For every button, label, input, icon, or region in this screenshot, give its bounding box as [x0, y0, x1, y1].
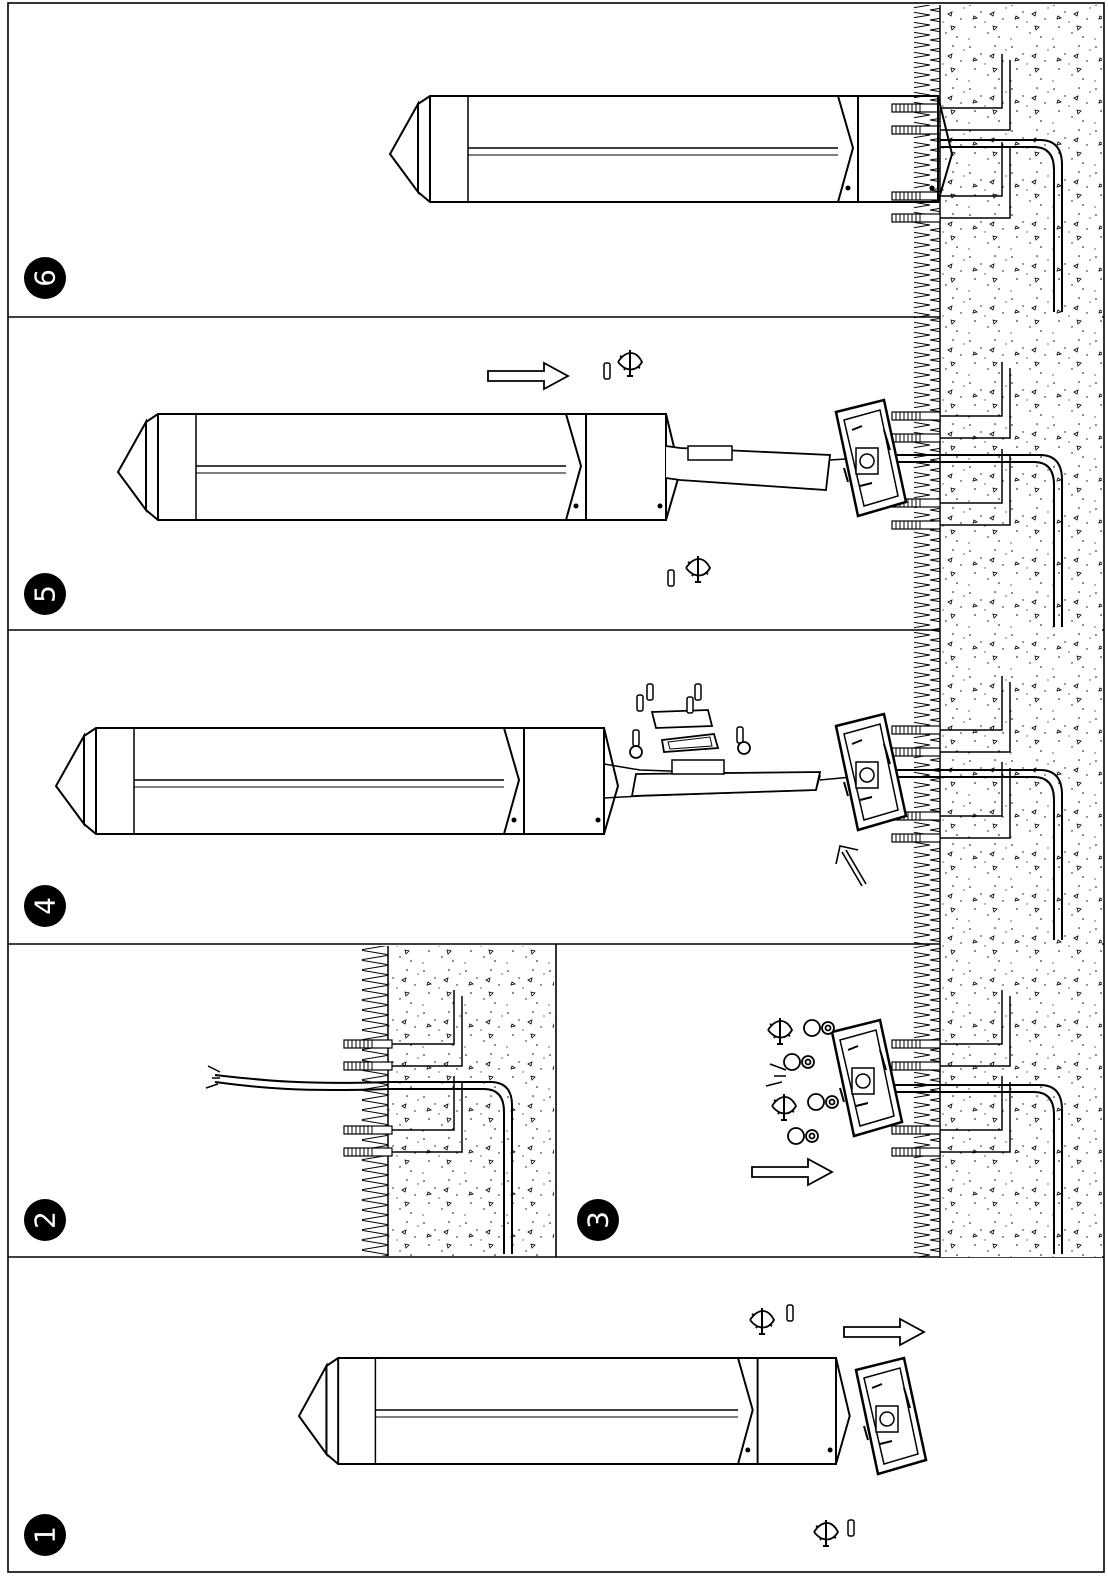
step-badge-1: 1 [24, 1514, 66, 1556]
supply-cable [205, 139, 1063, 1254]
step-number-1: 1 [29, 1526, 62, 1544]
ground-section-step2 [362, 946, 554, 1256]
step4-assembly [55, 683, 908, 887]
step-number-5: 5 [29, 585, 62, 603]
installed-bollard-lamp [389, 95, 953, 203]
step-badge-3: 3 [577, 1199, 619, 1241]
step-number-2: 2 [29, 1211, 62, 1229]
step1-parts [297, 1304, 928, 1547]
step-badge-4: 4 [24, 885, 66, 927]
step-badge-6: 6 [24, 257, 66, 299]
step-number-6: 6 [29, 269, 62, 287]
ground-section-right [914, 5, 1102, 1257]
step3-assembly [751, 1017, 904, 1186]
step-number-3: 3 [582, 1211, 615, 1229]
step5-assembly [117, 349, 908, 587]
step-badge-5: 5 [24, 573, 66, 615]
step-number-4: 4 [29, 897, 62, 915]
step-badge-2: 2 [24, 1199, 66, 1241]
